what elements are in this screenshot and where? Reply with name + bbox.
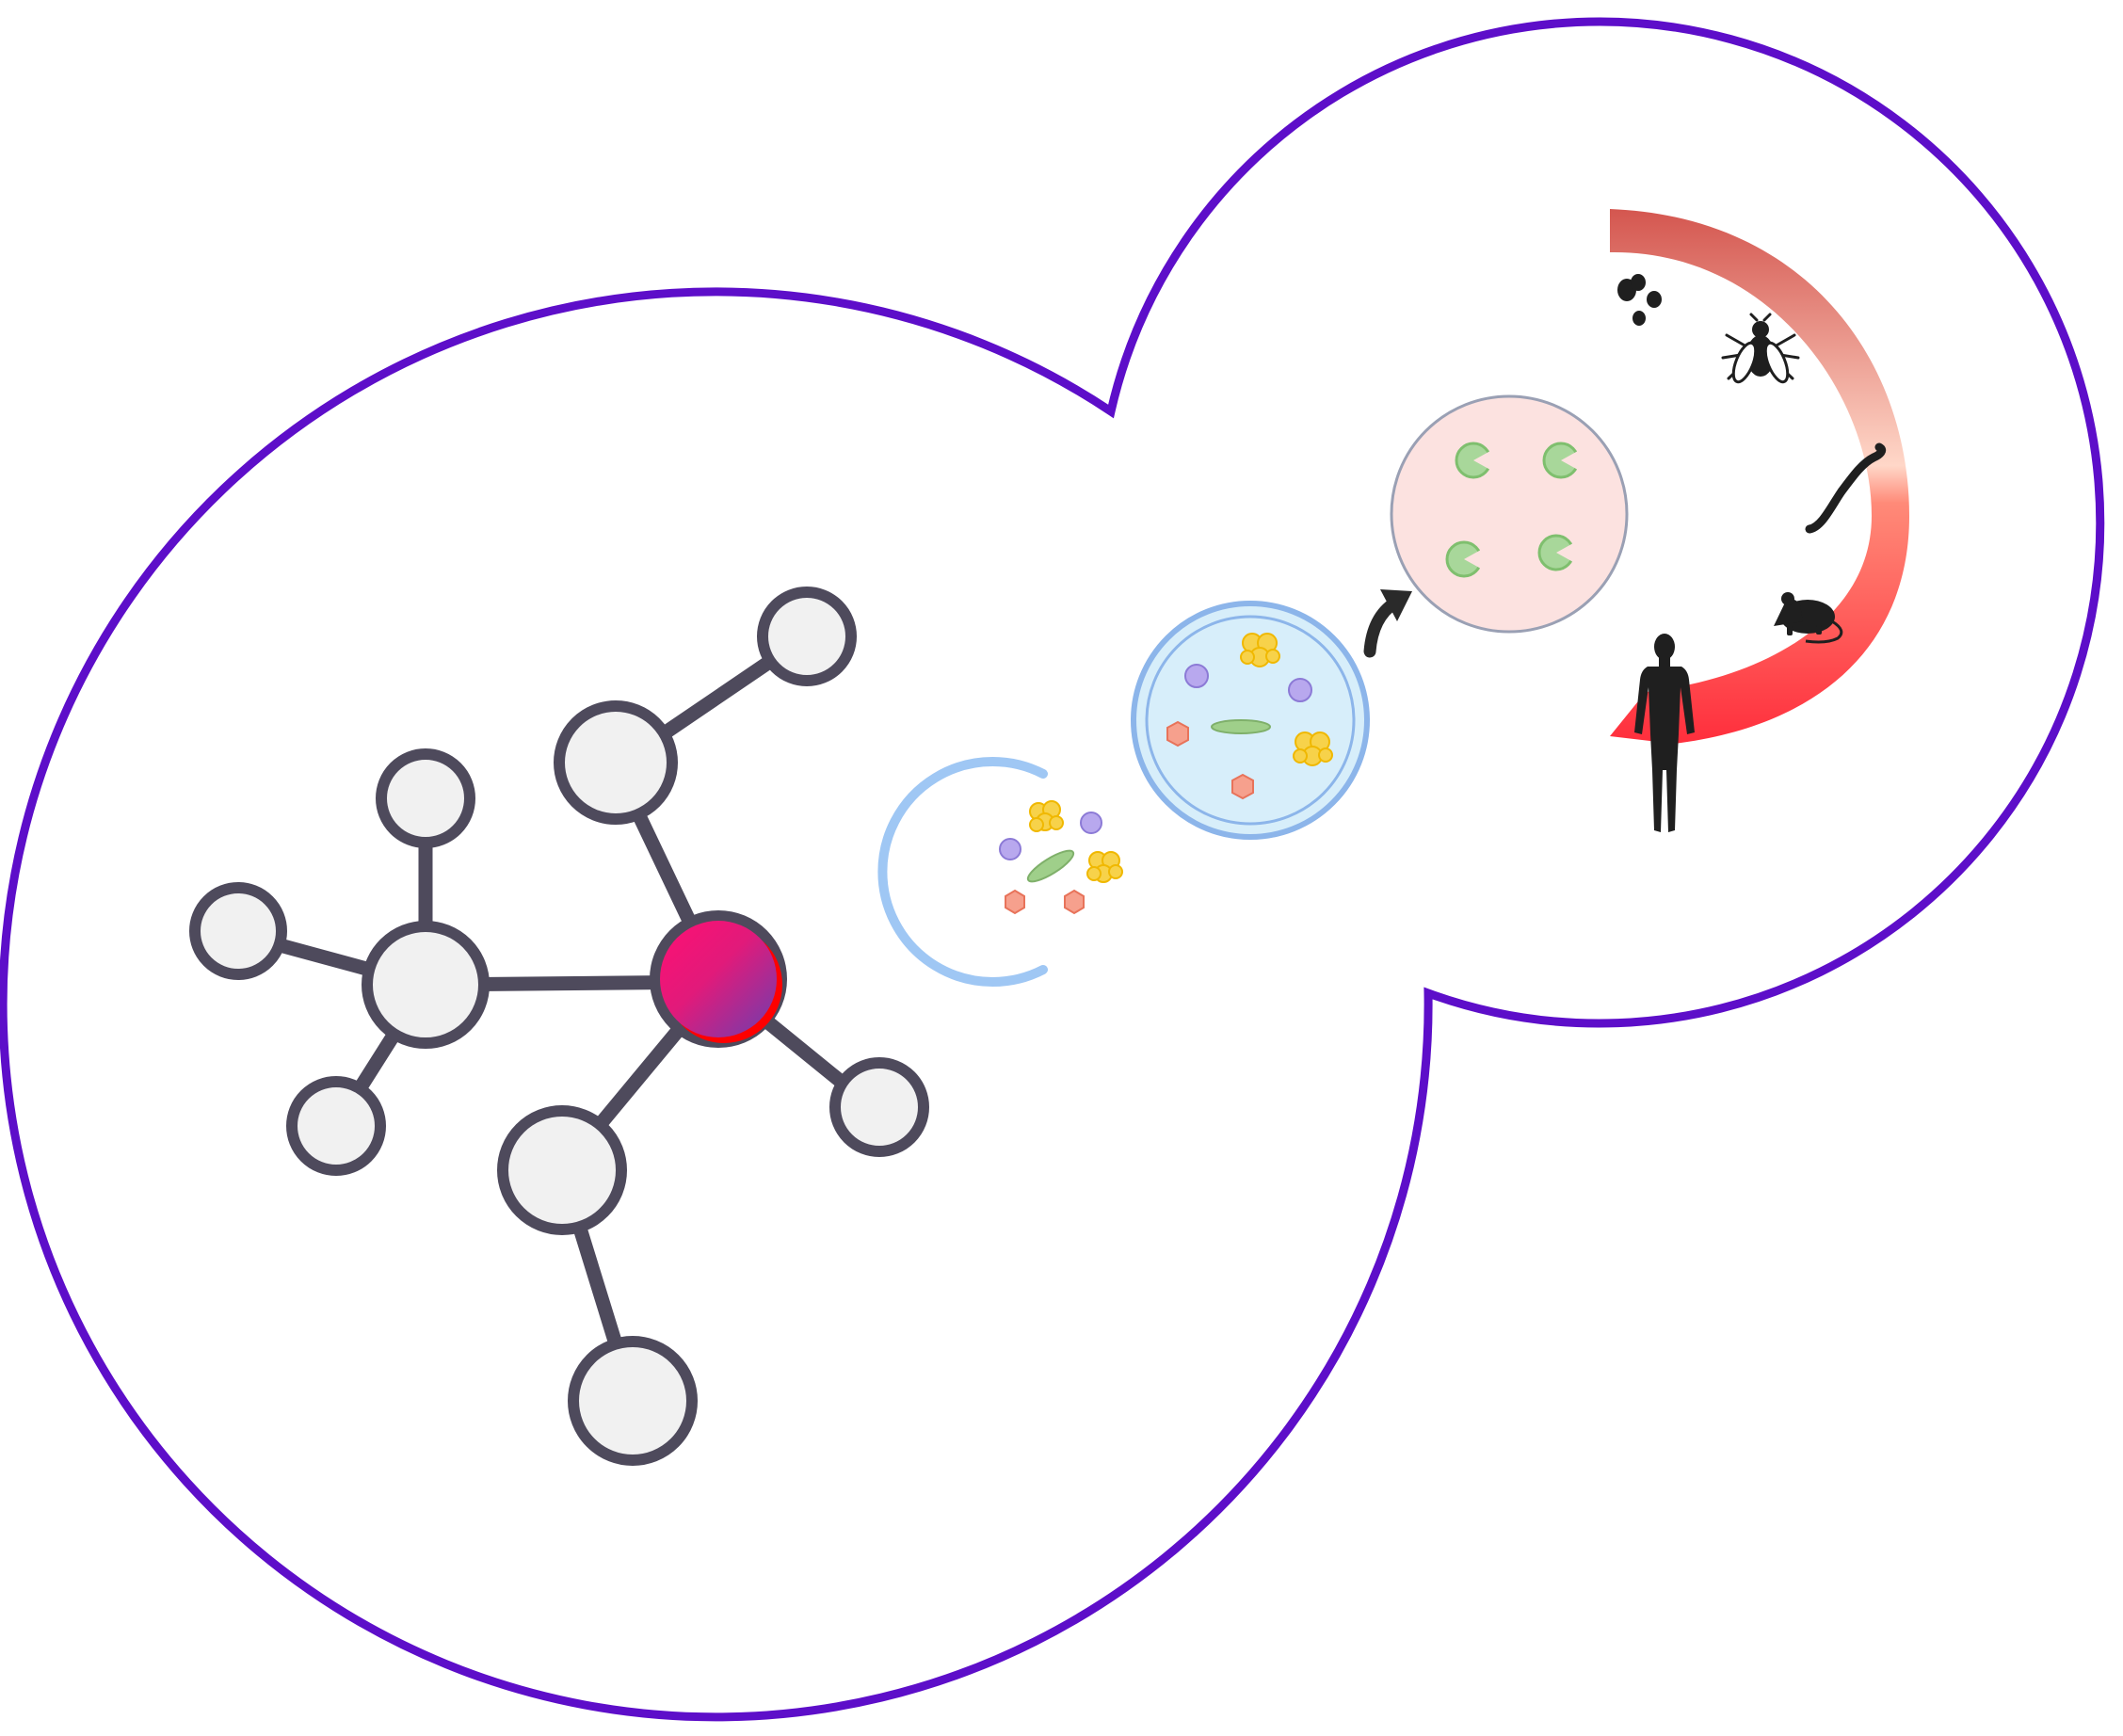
organelle [1537, 534, 1577, 571]
organoid-icon [1390, 394, 1629, 634]
particle [999, 838, 1021, 860]
curved-arrow-icon [1363, 589, 1412, 658]
organelle [1542, 442, 1582, 479]
cell-fragment-icon [877, 757, 1123, 987]
atom [286, 1076, 386, 1176]
organelle [1455, 442, 1494, 479]
yeast-icon [1617, 274, 1662, 326]
organelle [1445, 540, 1485, 578]
atom [497, 1105, 627, 1235]
atom [189, 882, 287, 980]
particle [1211, 719, 1271, 734]
particle [1166, 720, 1189, 747]
membrane-arc [877, 757, 1048, 987]
atom [568, 1336, 698, 1466]
atom [757, 587, 857, 686]
molecule-icon [189, 587, 929, 1466]
mouse-icon [1774, 592, 1843, 644]
particle [1064, 889, 1085, 915]
particle [1026, 849, 1075, 883]
atom [376, 748, 475, 848]
particle [1293, 731, 1333, 766]
particle [1086, 851, 1123, 883]
atom [554, 700, 678, 825]
particle [1029, 800, 1064, 832]
cell-icon [1131, 601, 1370, 840]
particle [1184, 664, 1209, 688]
model-organisms-band [1610, 209, 1909, 744]
molecule-atoms [189, 587, 929, 1466]
fly-icon [1721, 313, 1800, 384]
worm-icon [1805, 442, 1887, 534]
particle [1005, 889, 1025, 915]
particle [1288, 678, 1312, 702]
center-atom [650, 910, 787, 1048]
atom [362, 921, 490, 1049]
atom [829, 1057, 929, 1157]
particle [1080, 812, 1102, 834]
particle [1240, 633, 1280, 667]
human-icon [1634, 634, 1695, 832]
particle [1231, 773, 1254, 800]
